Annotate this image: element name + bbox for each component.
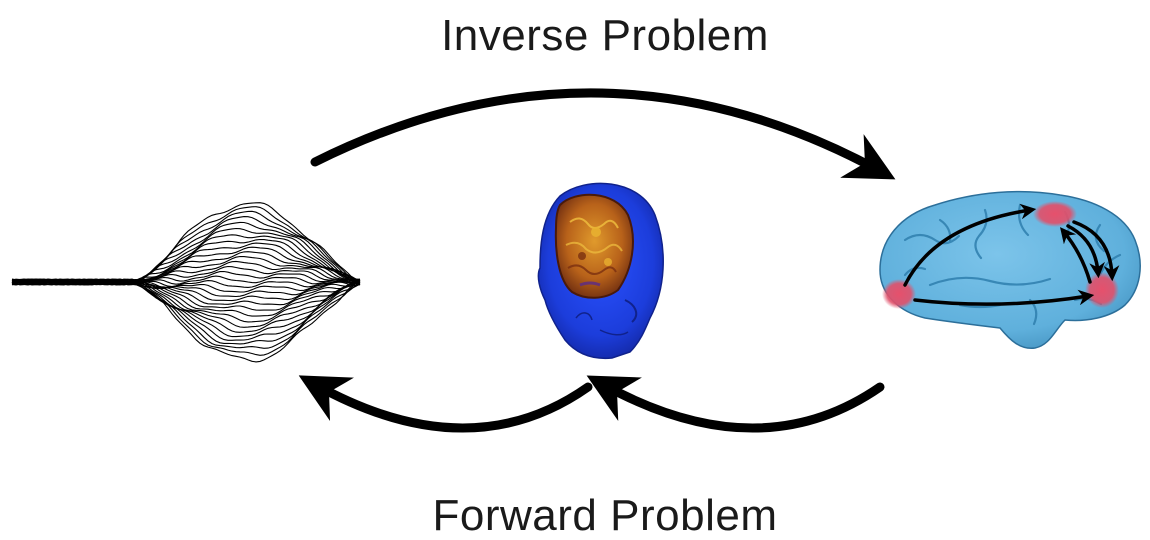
forward-arrow-right	[604, 385, 880, 428]
head-model-icon	[538, 183, 663, 358]
cortical-surface-icon	[880, 192, 1140, 349]
signal-trace	[12, 211, 360, 284]
meg-signal-traces-icon	[12, 203, 360, 362]
source-spot	[882, 279, 916, 309]
signal-trace	[12, 222, 360, 285]
source-spot	[1033, 201, 1077, 227]
inverse-arrow	[315, 93, 878, 170]
forward-arrow-left	[316, 385, 588, 428]
